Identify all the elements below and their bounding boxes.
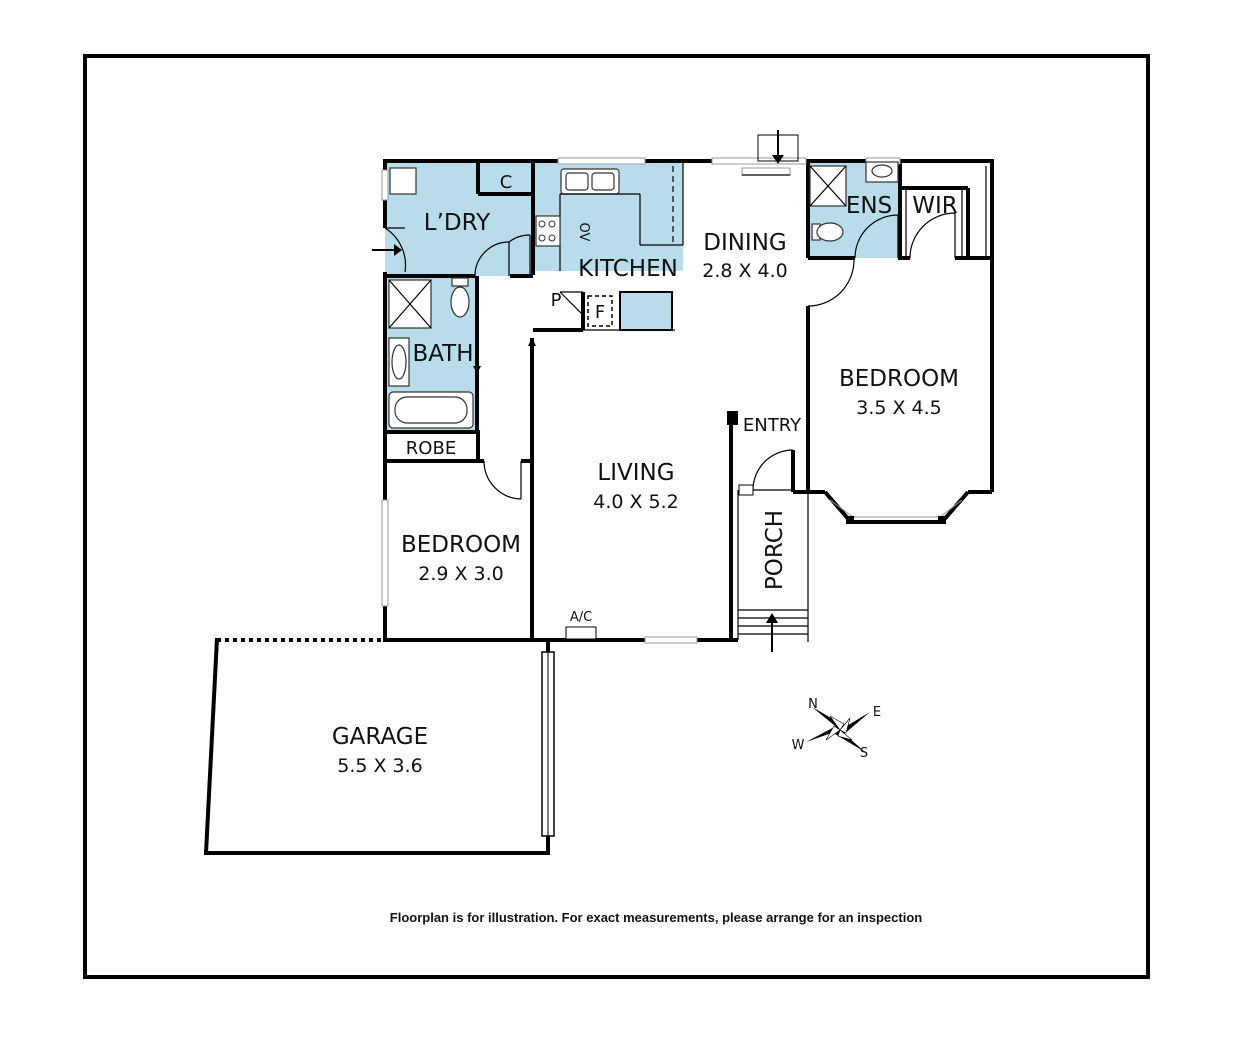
dining-dims: 2.8 X 4.0 bbox=[702, 260, 788, 282]
walls bbox=[383, 159, 994, 642]
oven-label: OV bbox=[576, 223, 591, 242]
bedroom1-dims: 2.9 X 3.0 bbox=[418, 563, 504, 585]
aircon-label: A/C bbox=[570, 610, 592, 625]
arrows bbox=[372, 130, 784, 652]
fridge-label: F bbox=[595, 302, 605, 323]
frame-border bbox=[83, 54, 1150, 979]
disclaimer-text: Floorplan is for illustration. For exact… bbox=[390, 910, 922, 925]
porch-label: PORCH bbox=[762, 510, 788, 590]
doors bbox=[384, 212, 956, 500]
robe-label: ROBE bbox=[406, 438, 456, 459]
compass-e: E bbox=[873, 705, 881, 720]
compass-n: N bbox=[808, 697, 818, 712]
cupboard-label: C bbox=[500, 172, 513, 193]
bath-label: BATH bbox=[412, 341, 473, 367]
living-label: LIVING bbox=[597, 460, 674, 486]
wir-label: WIR bbox=[912, 193, 958, 219]
living-dims: 4.0 X 5.2 bbox=[593, 491, 679, 513]
bay-window bbox=[823, 490, 970, 524]
kitchen-label: KITCHEN bbox=[578, 256, 678, 282]
laundry-label: L’DRY bbox=[424, 210, 491, 236]
bedroom2-label: BEDROOM bbox=[839, 366, 959, 392]
garage bbox=[204, 637, 555, 855]
dining-label: DINING bbox=[703, 230, 787, 256]
fixtures bbox=[388, 134, 987, 640]
bedroom2-dims: 3.5 X 4.5 bbox=[856, 397, 942, 419]
compass-w: W bbox=[792, 738, 805, 753]
garage-label: GARAGE bbox=[332, 724, 428, 750]
pantry-label: P bbox=[551, 290, 562, 311]
garage-dims: 5.5 X 3.6 bbox=[337, 755, 423, 777]
ensuite-label: ENS bbox=[846, 193, 892, 219]
room-labels: L’DRY C KITCHEN OV P F DINING 2.8 X 4.0 … bbox=[332, 172, 959, 777]
compass-rose-icon: N E S W bbox=[792, 697, 882, 761]
bedroom1-label: BEDROOM bbox=[401, 532, 521, 558]
entry-label: ENTRY bbox=[743, 415, 802, 436]
compass-s: S bbox=[860, 746, 868, 761]
